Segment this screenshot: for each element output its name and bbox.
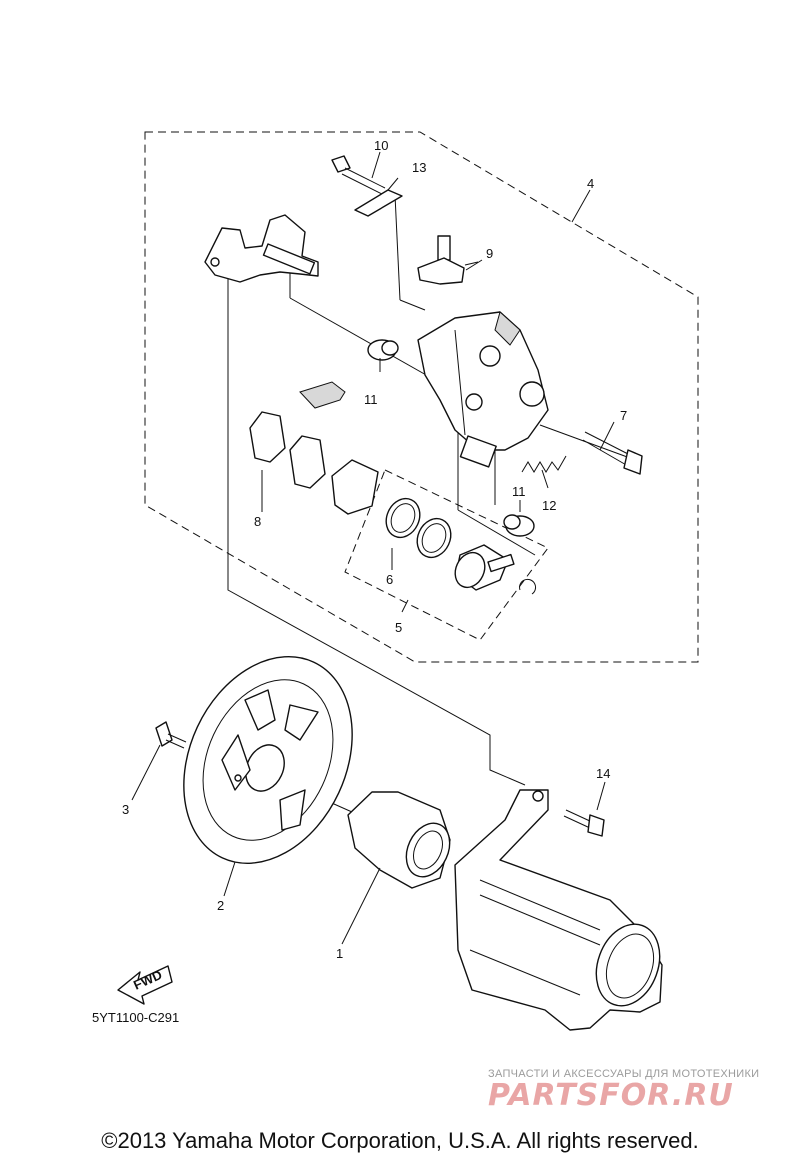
watermark-tagline: ЗАПЧАСТИ И АКСЕССУАРЫ ДЛЯ МОТОТЕХНИКИ	[488, 1068, 760, 1080]
watermark-logo: PARTSFOR.RU	[488, 1078, 734, 1113]
callout-4: 4	[587, 176, 594, 191]
callout-11-lower: 11	[512, 484, 526, 499]
caliper-assembly-boundary	[144, 131, 699, 663]
callout-12: 12	[542, 498, 556, 513]
caliper-bracket-pin	[204, 214, 319, 283]
brake-disc-part-2	[183, 656, 353, 864]
callout-14: 14	[596, 766, 610, 781]
callout-7: 7	[620, 408, 627, 423]
bolt-part-14	[563, 809, 605, 837]
copyright-notice: ©2013 Yamaha Motor Corporation, U.S.A. A…	[101, 1128, 699, 1153]
bleed-screw-part-9	[417, 235, 479, 285]
axle-housing	[454, 789, 663, 1031]
caliper-body	[417, 311, 549, 468]
hub-part-1	[347, 791, 451, 889]
watermark: ЗАПЧАСТИ И АКСЕССУАРЫ ДЛЯ МОТОТЕХНИКИ PA…	[488, 1068, 788, 1113]
callout-6: 6	[386, 572, 393, 587]
piston	[454, 544, 536, 595]
callout-5: 5	[395, 620, 402, 635]
bolt-part-10	[331, 155, 386, 195]
callout-10: 10	[374, 138, 388, 153]
callout-2: 2	[217, 898, 224, 913]
brake-pads-part-8	[249, 381, 379, 515]
screw-part-3	[155, 721, 187, 749]
callout-1: 1	[336, 946, 343, 961]
callout-leaders	[131, 151, 615, 945]
callout-9: 9	[486, 246, 493, 261]
fwd-arrow-icon: FWD	[117, 965, 173, 1005]
lock-plate-part-13	[354, 189, 403, 217]
callout-8: 8	[254, 514, 261, 529]
boot-part-11-lower	[503, 514, 535, 537]
piston-seals-part-6	[385, 497, 452, 559]
callout-13: 13	[412, 160, 426, 175]
spring-part-12	[521, 455, 567, 473]
bolt-part-7	[539, 424, 643, 475]
boot-part-11-upper	[367, 339, 399, 361]
callout-11-upper: 11	[364, 392, 378, 407]
drawing-code: 5YT1100-C291	[92, 1010, 180, 1025]
callout-3: 3	[122, 802, 129, 817]
seal-kit-boundary	[344, 469, 549, 641]
